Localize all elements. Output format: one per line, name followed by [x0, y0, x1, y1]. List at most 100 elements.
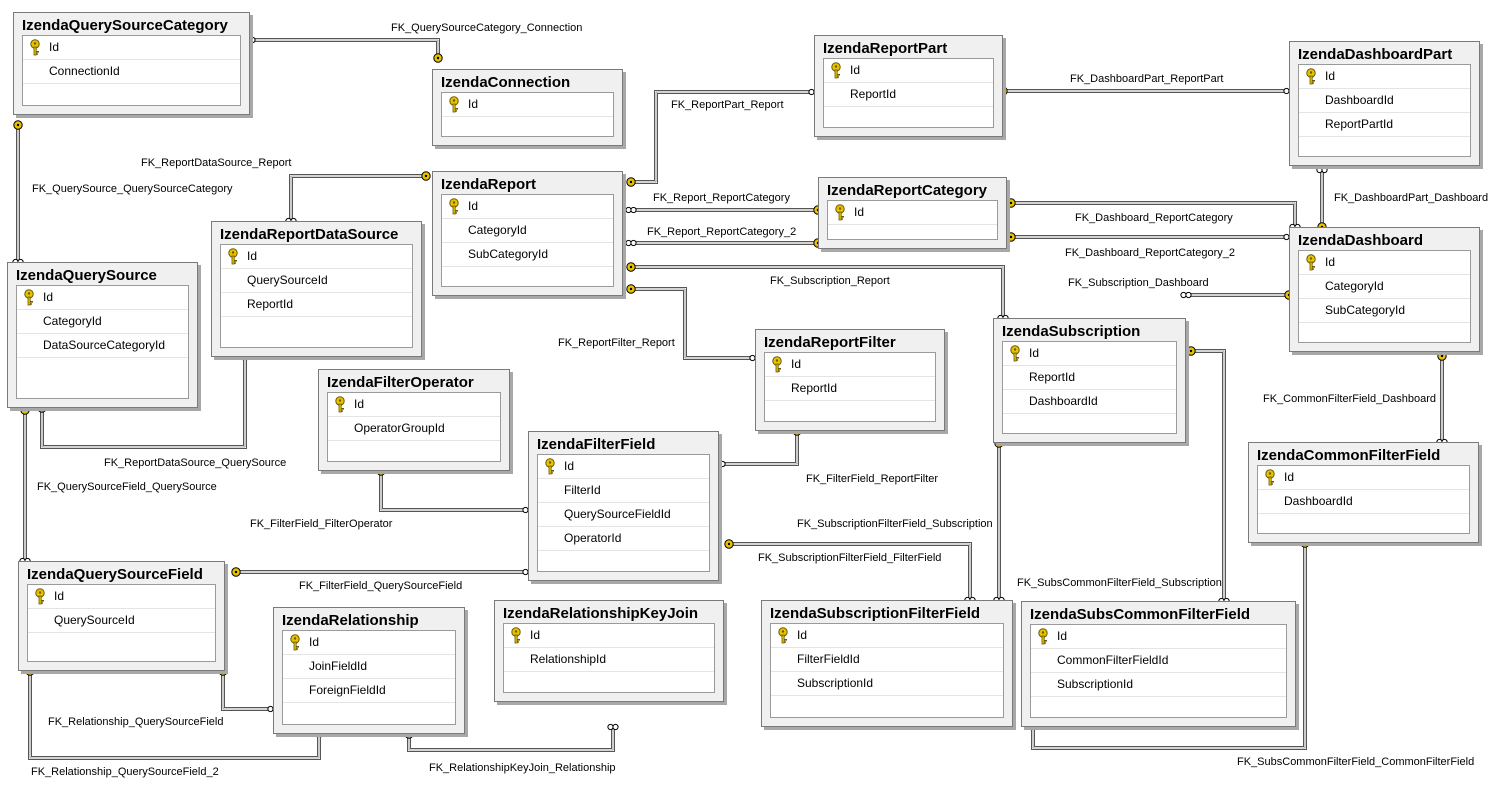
column-row[interactable]: CategoryId — [442, 219, 613, 243]
column-row[interactable]: Id — [1299, 65, 1470, 89]
table-title: IzendaRelationshipKeyJoin — [503, 605, 699, 622]
key-end-icon — [433, 53, 443, 63]
column-row[interactable]: ReportPartId — [1299, 113, 1470, 137]
column-row[interactable]: SubCategoryId — [1299, 299, 1470, 323]
column-row[interactable]: RelationshipId — [504, 648, 714, 672]
column-row[interactable]: DashboardId — [1003, 390, 1176, 414]
column-row[interactable]: FilterFieldId — [771, 648, 1003, 672]
column-row[interactable]: Id — [1031, 625, 1286, 649]
column-row[interactable]: Id — [771, 624, 1003, 648]
primary-key-icon — [446, 93, 466, 116]
relationship-label: FK_DashboardPart_ReportPart — [1070, 73, 1224, 85]
column-name: Id — [1029, 346, 1040, 360]
column-name: FilterFieldId — [797, 652, 860, 666]
table-title: IzendaReportFilter — [764, 334, 896, 351]
column-name: FilterId — [564, 483, 601, 497]
column-row[interactable]: Id — [221, 245, 412, 269]
column-row[interactable]: CategoryId — [17, 310, 188, 334]
column-row[interactable]: CategoryId — [1299, 275, 1470, 299]
column-row[interactable]: OperatorId — [538, 527, 709, 551]
relationship-line — [407, 727, 615, 752]
column-row[interactable]: Id — [1003, 342, 1176, 366]
column-row[interactable]: Id — [765, 353, 935, 377]
column-name: Id — [43, 290, 54, 304]
column-name: CategoryId — [1325, 279, 1384, 293]
column-row[interactable]: FilterId — [538, 479, 709, 503]
column-row[interactable]: ReportId — [1003, 366, 1176, 390]
relationship-label: FK_Report_ReportCategory — [653, 192, 790, 204]
column-row[interactable]: QuerySourceId — [221, 269, 412, 293]
column-row[interactable]: JoinFieldId — [283, 655, 455, 679]
column-row[interactable]: DataSourceCategoryId — [17, 334, 188, 358]
column-name: Id — [354, 397, 365, 411]
column-row[interactable]: Id — [538, 455, 709, 479]
column-name: SubscriptionId — [1057, 677, 1134, 691]
table-title: IzendaDashboardPart — [1298, 46, 1453, 63]
column-row[interactable]: Id — [1299, 251, 1470, 275]
column-row[interactable]: Id — [824, 59, 993, 83]
column-row[interactable]: Id — [442, 93, 613, 117]
column-name: DataSourceCategoryId — [43, 338, 166, 352]
relationship-label: FK_DashboardPart_Dashboard — [1334, 192, 1488, 204]
primary-key-icon — [287, 631, 307, 654]
column-row[interactable]: Id — [442, 195, 613, 219]
column-row[interactable]: SubscriptionId — [771, 672, 1003, 696]
column-row[interactable]: ReportId — [824, 83, 993, 107]
column-row[interactable]: CommonFilterFieldId — [1031, 649, 1286, 673]
column-name: DashboardId — [1325, 93, 1394, 107]
table-title: IzendaReportDataSource — [220, 226, 399, 243]
relationship-line — [28, 671, 321, 760]
column-row[interactable]: SubscriptionId — [1031, 673, 1286, 697]
column-row[interactable]: Id — [28, 585, 215, 609]
column-row[interactable]: OperatorGroupId — [328, 417, 500, 441]
column-row[interactable]: QuerySourceFieldId — [538, 503, 709, 527]
relationship-label: FK_ReportDataSource_Report — [141, 157, 292, 169]
column-name: SubCategoryId — [468, 247, 549, 261]
key-end-icon — [1186, 346, 1196, 356]
column-row[interactable]: ForeignFieldId — [283, 679, 455, 703]
column-row[interactable]: ReportId — [765, 377, 935, 401]
table-title: IzendaFilterField — [537, 436, 656, 453]
column-row[interactable]: Id — [17, 286, 188, 310]
column-row[interactable]: Id — [828, 201, 997, 225]
column-row[interactable]: Id — [504, 624, 714, 648]
table-title: IzendaRelationship — [282, 612, 419, 629]
column-row[interactable]: SubCategoryId — [442, 243, 613, 267]
column-row[interactable]: Id — [283, 631, 455, 655]
column-name: Id — [1325, 255, 1336, 269]
relationship-line — [631, 90, 814, 184]
column-row[interactable]: QuerySourceId — [28, 609, 215, 633]
column-row[interactable]: Id — [328, 393, 500, 417]
column-row[interactable]: ConnectionId — [23, 60, 240, 84]
key-end-icon — [13, 120, 23, 130]
column-row[interactable]: ReportId — [221, 293, 412, 317]
column-row[interactable]: DashboardId — [1299, 89, 1470, 113]
column-row[interactable]: Id — [1258, 466, 1469, 490]
column-name: RelationshipId — [530, 652, 607, 666]
column-row[interactable]: Id — [23, 36, 240, 60]
column-row[interactable]: DashboardId — [1258, 490, 1469, 514]
